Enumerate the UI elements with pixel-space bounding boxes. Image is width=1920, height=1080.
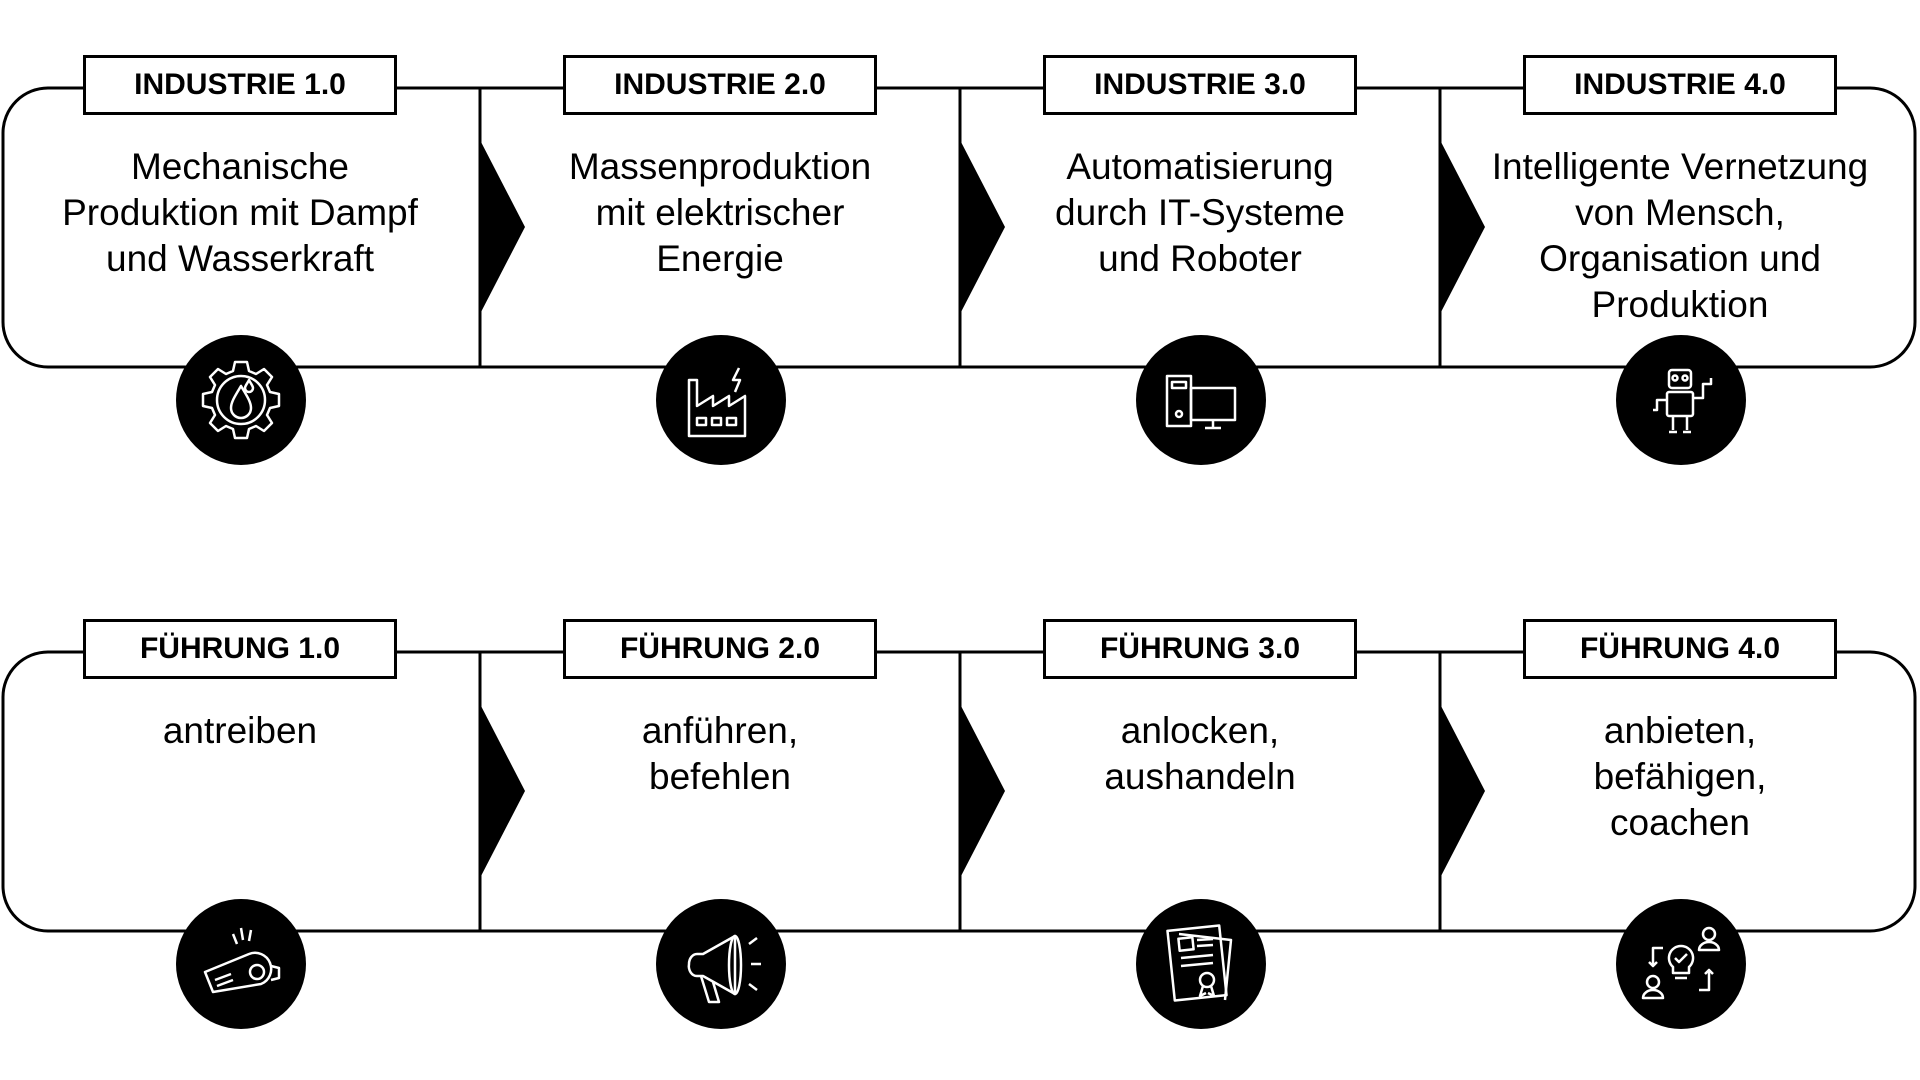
stage-description: anführen,befehlen (641, 710, 799, 797)
arrow-chevron (960, 140, 1005, 314)
coaching-idea-icon (1616, 899, 1746, 1029)
arrow-chevron (1440, 140, 1485, 314)
gear-water-drop-icon (176, 335, 306, 465)
stage-description: antreiben (162, 710, 318, 751)
stage-label-fuehrung-1: FÜHRUNG 1.0 (83, 619, 397, 679)
robot-icon (1616, 335, 1746, 465)
stage-label-industrie-2: INDUSTRIE 2.0 (563, 55, 877, 115)
computer-icon (1136, 335, 1266, 465)
megaphone-icon (656, 899, 786, 1029)
row-frame-fuehrung (1, 650, 1917, 933)
arrow-chevron (960, 704, 1005, 878)
stage-label-industrie-3: INDUSTRIE 3.0 (1043, 55, 1357, 115)
whistle-icon (176, 899, 306, 1029)
stage-label-industrie-1: INDUSTRIE 1.0 (83, 55, 397, 115)
arrow-chevron (480, 140, 525, 314)
row-frame-industrie (1, 86, 1917, 369)
stage-label-industrie-4: INDUSTRIE 4.0 (1523, 55, 1837, 115)
factory-lightning-icon (656, 335, 786, 465)
stage-label-fuehrung-4: FÜHRUNG 4.0 (1523, 619, 1837, 679)
stage-description: anbieten,befähigen,coachen (1593, 710, 1767, 843)
certificate-icon (1136, 899, 1266, 1029)
arrow-chevron (480, 704, 525, 878)
stage-label-fuehrung-2: FÜHRUNG 2.0 (563, 619, 877, 679)
stage-label-fuehrung-3: FÜHRUNG 3.0 (1043, 619, 1357, 679)
arrow-chevron (1440, 704, 1485, 878)
stage-description: anlocken,aushandeln (1104, 710, 1296, 797)
